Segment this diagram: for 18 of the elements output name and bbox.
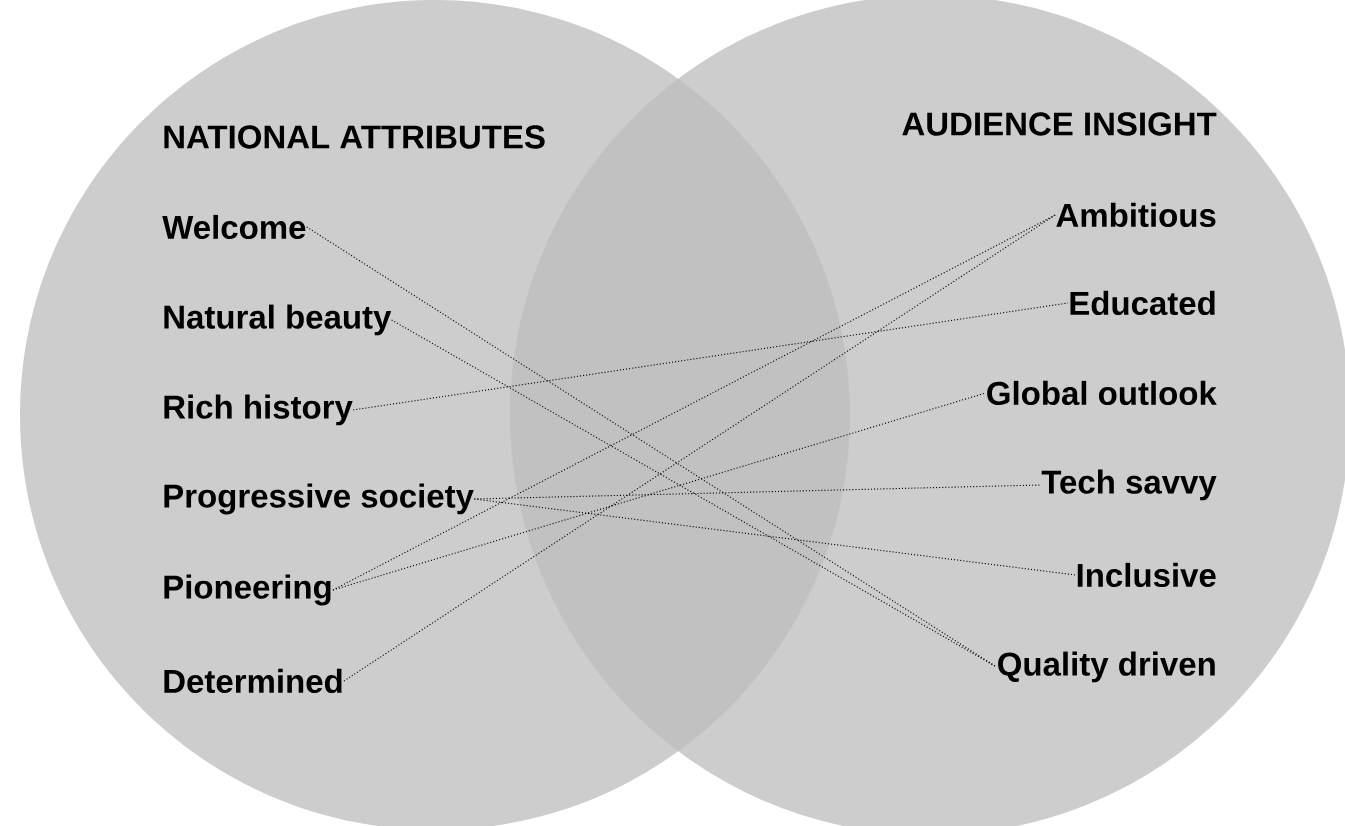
attribute-label: Pioneering [164, 574, 331, 606]
connector-line [473, 498, 1076, 576]
attribute-label: Tech savvy [1041, 469, 1217, 501]
attribute-label: Global outlook [987, 380, 1217, 406]
connector-line [391, 319, 998, 668]
attribute-label: Rich history [164, 394, 353, 426]
attribute-label: Educated [1070, 290, 1215, 316]
attribute-label: Quality driven [998, 651, 1215, 683]
attribute-label: Inclusive [1077, 562, 1216, 588]
connector-line [332, 392, 987, 591]
connector-line [306, 226, 998, 668]
attribute-label: Ambitious [1056, 202, 1216, 228]
attribute-label: Progressive society [164, 483, 474, 515]
attribute-label: Natural beauty [164, 304, 392, 336]
attribute-label: Determined [164, 668, 342, 694]
attribute-label: Welcome [162, 214, 306, 240]
connector-line [343, 214, 1056, 682]
connector-line [352, 302, 1069, 411]
